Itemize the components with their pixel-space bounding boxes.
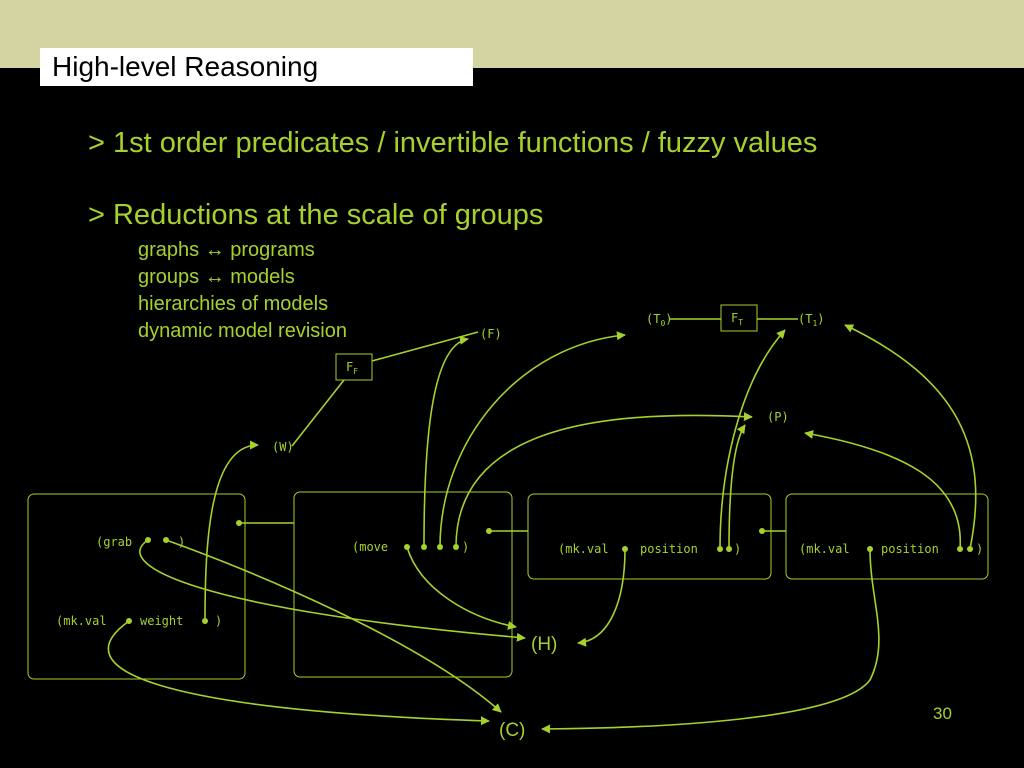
- function-box-ft: [720, 304, 758, 332]
- subitem-graphs-programs: graphs ↔ programs: [138, 239, 315, 261]
- link-dot-1: [236, 520, 242, 526]
- group-box-position-2: [785, 493, 989, 580]
- arrow-grab-to-h: [139, 539, 526, 642]
- arrow-move-to-f: [423, 335, 469, 548]
- arrow-weight-to-w: [204, 440, 259, 622]
- arrow-pos2-to-t1: [844, 324, 977, 550]
- function-box-ff-label: FF: [346, 360, 358, 376]
- expr-pos2-close: ): [976, 542, 983, 556]
- bullet-1st-order-predicates: > 1st order predicates / invertible func…: [88, 127, 818, 159]
- arrow-move-to-h: [406, 546, 517, 630]
- line-w-to-ff: [291, 379, 345, 447]
- node-t0: (T0): [646, 312, 673, 328]
- arrow-weight-to-c: [107, 620, 490, 726]
- subitem-dynamic-revision: dynamic model revision: [138, 320, 347, 342]
- line-ff-to-f: [371, 331, 479, 362]
- expr-pos1-open: (mk.val: [558, 542, 609, 556]
- arrow-move-to-t0: [439, 331, 626, 548]
- arrow-grab-to-c: [165, 539, 502, 713]
- expr-move-close: ): [462, 540, 469, 554]
- group-box-position-1: [527, 493, 772, 580]
- arrow-pos1-to-t1: [719, 329, 786, 550]
- title-box: [40, 48, 473, 86]
- node-h: (H): [531, 634, 557, 655]
- subitem-groups-models: groups ↔ models: [138, 266, 295, 288]
- function-box-ft-label: FT: [731, 311, 743, 327]
- expr-weight-close: ): [215, 614, 222, 628]
- function-box-ff: [335, 353, 373, 381]
- expr-pos2-open: (mk.val: [799, 542, 850, 556]
- node-t1: (T1): [798, 312, 825, 328]
- link-dot-3: [759, 528, 765, 534]
- expr-grab-close: ): [178, 535, 185, 549]
- node-w: (W): [272, 440, 294, 454]
- expr-grab-open: (grab: [96, 535, 132, 549]
- node-f: (F): [480, 327, 502, 341]
- page-number: 30: [933, 704, 952, 723]
- link-dot-2: [486, 528, 492, 534]
- arrow-pos2-to-c: [541, 548, 880, 734]
- arrow-move-to-p: [455, 412, 753, 548]
- group-box-move: [293, 491, 513, 678]
- node-p: (P): [767, 410, 789, 424]
- expr-move-open: (move: [352, 540, 388, 554]
- expr-pos1-close: ): [734, 542, 741, 556]
- expr-weight-mid: weight: [140, 614, 183, 628]
- group-box-grab-weight: [27, 493, 246, 680]
- node-c: (C): [499, 720, 525, 741]
- expr-weight-open: (mk.val: [56, 614, 107, 628]
- slide-title: High-level Reasoning: [52, 51, 319, 82]
- arrow-pos1-to-p: [728, 424, 746, 550]
- arrow-pos1-to-h: [577, 548, 626, 647]
- expr-pos2-mid: position: [881, 542, 939, 556]
- bullet-reductions: > Reductions at the scale of groups: [88, 199, 544, 231]
- subitem-hierarchies: hierarchies of models: [138, 293, 329, 315]
- arrow-pos2-to-p: [804, 429, 961, 550]
- expr-pos1-mid: position: [640, 542, 698, 556]
